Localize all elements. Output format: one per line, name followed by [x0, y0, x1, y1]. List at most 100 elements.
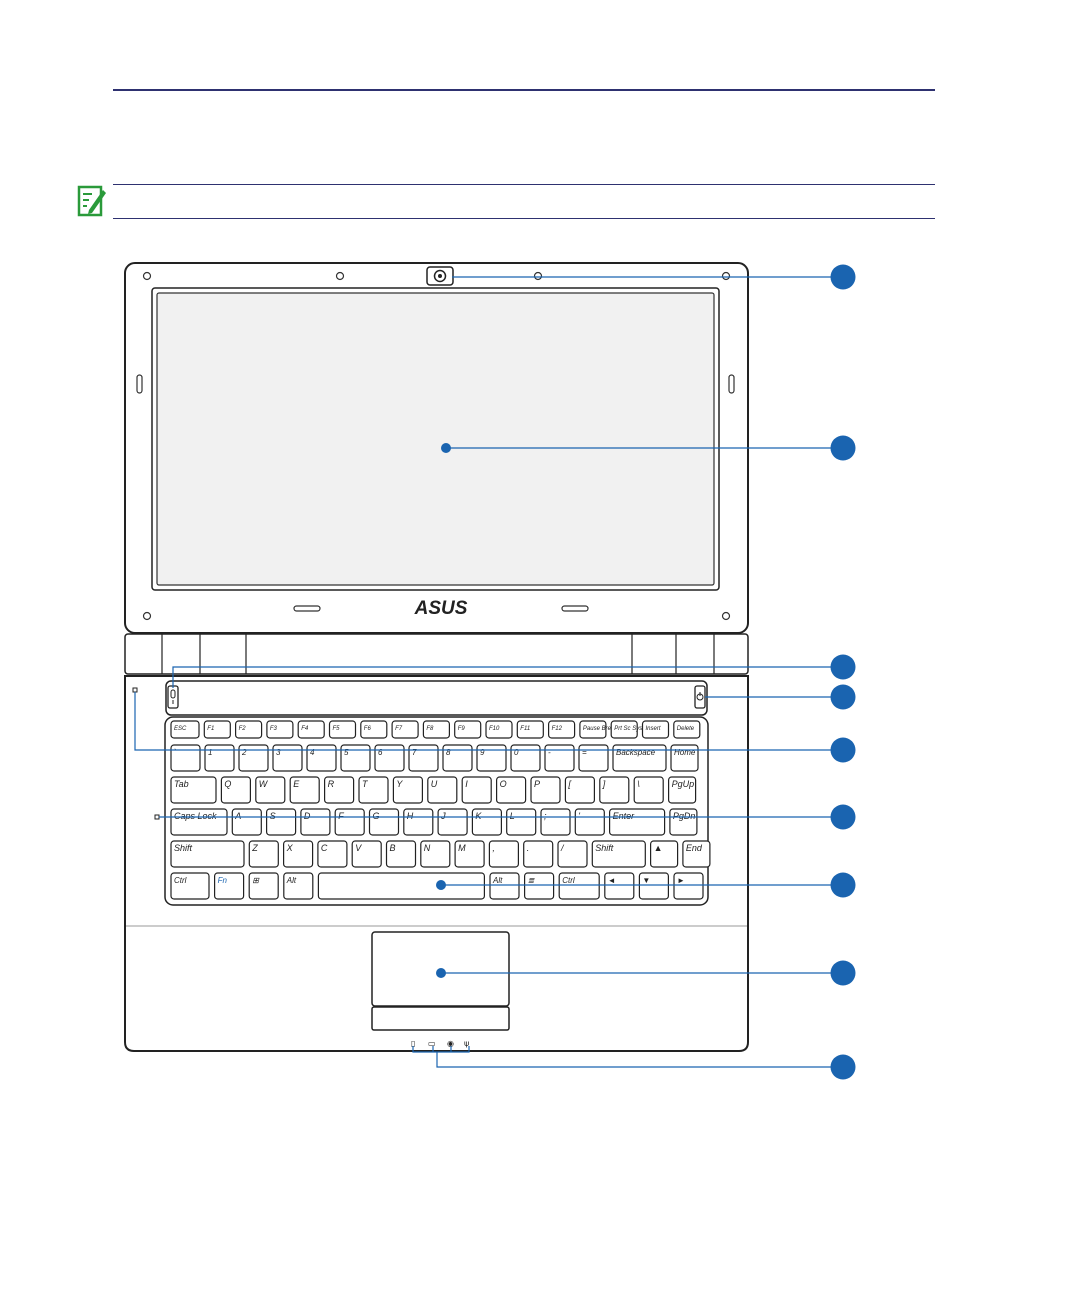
key[interactable]: ≣ [523, 872, 555, 900]
key-label: E [293, 779, 300, 789]
key[interactable]: ESC [170, 720, 200, 739]
key[interactable]: Delete [673, 720, 701, 739]
key[interactable]: X [283, 840, 314, 868]
key[interactable]: Ctrl [170, 872, 210, 900]
key[interactable]: R [324, 776, 355, 804]
key[interactable]: PgDn [669, 808, 698, 836]
key[interactable]: Caps Lock [170, 808, 228, 836]
key[interactable]: F9 [454, 720, 482, 739]
key[interactable]: T [358, 776, 389, 804]
key[interactable]: F7 [391, 720, 419, 739]
brand-logo: ASUS [414, 598, 468, 619]
key[interactable]: W [255, 776, 286, 804]
key-label: T [362, 779, 369, 789]
key[interactable]: E [289, 776, 320, 804]
key[interactable]: Home [670, 744, 699, 772]
key[interactable]: Tab [170, 776, 217, 804]
key[interactable]: 5 [340, 744, 371, 772]
key[interactable]: 4 [306, 744, 337, 772]
key[interactable]: F10 [485, 720, 513, 739]
key[interactable]: F8 [422, 720, 450, 739]
key[interactable]: / [557, 840, 588, 868]
key[interactable]: Y [392, 776, 423, 804]
key[interactable]: F4 [297, 720, 325, 739]
key[interactable]: F6 [360, 720, 388, 739]
key[interactable]: N [420, 840, 451, 868]
key[interactable]: 3 [272, 744, 303, 772]
key[interactable]: 9 [476, 744, 507, 772]
key[interactable]: O [496, 776, 527, 804]
callout-markers [830, 264, 856, 1080]
key[interactable]: Z [248, 840, 279, 868]
key[interactable]: - [544, 744, 575, 772]
key[interactable]: L [506, 808, 537, 836]
key[interactable]: S [266, 808, 297, 836]
key-label: P [534, 779, 540, 789]
key[interactable]: F11 [516, 720, 544, 739]
key[interactable]: Enter [608, 808, 666, 836]
key[interactable]: F3 [266, 720, 294, 739]
key[interactable]: I [461, 776, 492, 804]
key[interactable]: ; [540, 808, 571, 836]
key[interactable]: 7 [408, 744, 439, 772]
key[interactable]: V [351, 840, 382, 868]
key[interactable]: 1 [204, 744, 235, 772]
key[interactable]: F12 [547, 720, 576, 739]
key[interactable]: Pause Break [579, 720, 618, 739]
key[interactable]: 0 [510, 744, 541, 772]
key[interactable]: ► [673, 872, 704, 900]
key-label: D [304, 811, 311, 821]
key[interactable]: Backspace [612, 744, 667, 772]
key[interactable]: Q [220, 776, 251, 804]
key[interactable]: F [334, 808, 365, 836]
key[interactable]: C [317, 840, 348, 868]
key-label: [ [567, 779, 572, 789]
key-label: End [686, 843, 703, 853]
key[interactable]: ` [170, 744, 201, 772]
callout-status-leds [830, 1054, 856, 1080]
key[interactable]: B [385, 840, 417, 868]
key[interactable]: D [300, 808, 331, 836]
key[interactable]: ◄ [604, 872, 635, 900]
key[interactable]: ⊞ [248, 872, 279, 900]
key[interactable]: Insert [641, 720, 670, 739]
key[interactable]: P [530, 776, 561, 804]
key[interactable]: H [403, 808, 434, 836]
key[interactable]: 8 [442, 744, 473, 772]
key[interactable]: Shift [170, 840, 245, 868]
key[interactable]: Fn [214, 872, 245, 900]
key[interactable]: M [454, 840, 485, 868]
key[interactable]: G [368, 808, 400, 836]
key[interactable]: ] [599, 776, 630, 804]
key-label: 2 [241, 748, 247, 757]
key[interactable]: F2 [235, 720, 263, 739]
key[interactable]: K [471, 808, 502, 836]
key[interactable]: = [578, 744, 609, 772]
key[interactable] [317, 872, 485, 900]
key[interactable]: 6 [374, 744, 405, 772]
key[interactable]: [ [564, 776, 596, 804]
key[interactable]: , [488, 840, 519, 868]
key[interactable]: U [427, 776, 458, 804]
key[interactable]: Shift [591, 840, 646, 868]
key[interactable]: J [437, 808, 468, 836]
key-label: F7 [395, 726, 403, 732]
key[interactable]: 2 [238, 744, 269, 772]
key[interactable]: \ [633, 776, 664, 804]
power-icon[interactable] [694, 685, 706, 709]
key[interactable]: Alt [283, 872, 314, 900]
key[interactable]: ▲ [649, 840, 679, 868]
key[interactable]: End [682, 840, 711, 868]
key[interactable]: F5 [328, 720, 357, 739]
touchpad[interactable] [371, 931, 510, 1031]
key[interactable]: F1 [203, 720, 231, 739]
key[interactable]: . [523, 840, 554, 868]
key[interactable]: A [231, 808, 262, 836]
key[interactable]: Ctrl [558, 872, 600, 900]
key[interactable]: ▼ [638, 872, 670, 900]
key[interactable]: ' [574, 808, 605, 836]
key[interactable]: PgUp [667, 776, 697, 804]
key[interactable]: Alt [489, 872, 520, 900]
key[interactable]: Prt Sc SysRq [610, 720, 651, 739]
key-label: Ctrl [174, 876, 187, 885]
